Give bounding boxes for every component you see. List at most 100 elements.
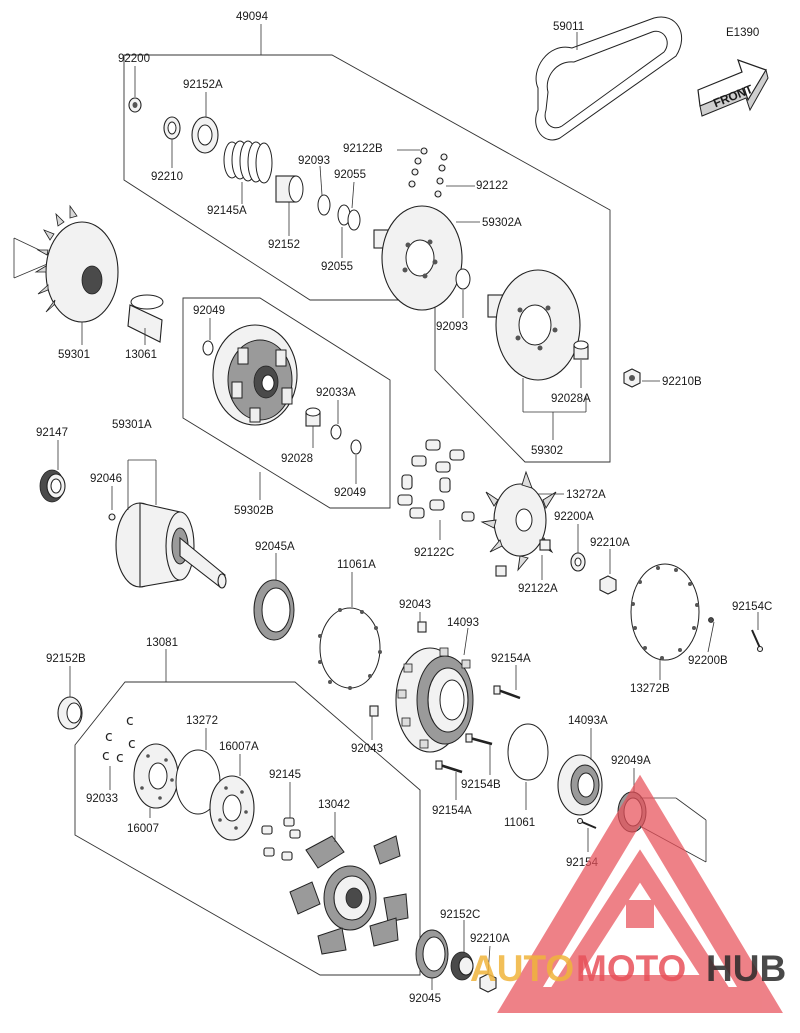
plate-16007a bbox=[209, 775, 255, 841]
dowel-92043-bottom bbox=[369, 705, 379, 717]
assembly-13081-outline bbox=[74, 681, 421, 976]
callout-92093-bottom: 92093 bbox=[436, 321, 468, 333]
callout-92045: 92045 bbox=[409, 993, 441, 1005]
callout-92033: 92033 bbox=[86, 793, 118, 805]
ring-92093-top bbox=[317, 194, 331, 216]
svg-text:c: c bbox=[116, 750, 124, 766]
seal-92045a bbox=[253, 579, 295, 641]
bushing-92028a bbox=[573, 340, 589, 360]
bearing-92152c bbox=[450, 951, 474, 981]
fixed-sheave-59302 bbox=[487, 269, 581, 381]
pins-92122 bbox=[434, 153, 448, 198]
callout-11061a: 11061A bbox=[337, 559, 376, 571]
callout-13081: 13081 bbox=[146, 637, 178, 649]
callout-92145: 92145 bbox=[269, 769, 301, 781]
callout-59301: 59301 bbox=[58, 349, 90, 361]
plate-16007 bbox=[133, 743, 179, 809]
drive-belt-59011 bbox=[535, 16, 682, 141]
watermark-logo bbox=[497, 774, 783, 1013]
callout-92147: 92147 bbox=[36, 427, 68, 439]
callout-92055-top: 92055 bbox=[334, 169, 366, 181]
callout-92154a-top: 92154A bbox=[491, 653, 531, 665]
collars-92122a bbox=[495, 539, 551, 577]
bolt-92154a-bottom bbox=[435, 760, 463, 774]
callout-16007a: 16007A bbox=[219, 741, 259, 753]
svg-text:c: c bbox=[128, 736, 136, 752]
spider-59302b bbox=[212, 324, 298, 426]
callout-92049-top: 92049 bbox=[193, 305, 225, 317]
rollers-92122c bbox=[397, 439, 475, 522]
pin-92200b bbox=[708, 617, 714, 623]
oring-11061 bbox=[507, 723, 549, 781]
callout-92200a: 92200A bbox=[554, 511, 594, 523]
spring-92145a bbox=[223, 140, 273, 184]
callout-14093: 14093 bbox=[447, 617, 479, 629]
ring-92093-bottom bbox=[455, 268, 471, 290]
driven-pulley-59301a bbox=[115, 502, 227, 589]
callout-92122: 92122 bbox=[476, 180, 508, 192]
callout-92152: 92152 bbox=[268, 239, 300, 251]
svg-text:MOTO: MOTO bbox=[576, 948, 686, 989]
bearing-92147 bbox=[39, 469, 66, 503]
callout-92028: 92028 bbox=[281, 453, 313, 465]
callout-92043-top: 92043 bbox=[399, 599, 431, 611]
callout-92200b: 92200B bbox=[688, 655, 728, 667]
callout-92200: 92200 bbox=[118, 53, 150, 65]
callout-92122a: 92122A bbox=[518, 583, 558, 595]
bolt-92154 bbox=[576, 817, 597, 829]
diagram-code: E1390 bbox=[726, 27, 759, 39]
front-direction-arrow bbox=[697, 59, 769, 117]
bolt-92154a-top bbox=[493, 685, 521, 700]
svg-text:AUTO: AUTO bbox=[470, 948, 574, 989]
callout-92154b: 92154B bbox=[461, 779, 501, 791]
callout-92154a-bottom: 92154A bbox=[432, 805, 472, 817]
callout-92049-mid: 92049 bbox=[334, 487, 366, 499]
callout-59301a: 59301A bbox=[112, 419, 152, 431]
callout-92210b: 92210B bbox=[662, 376, 702, 388]
callout-92210a-mid: 92210A bbox=[590, 537, 630, 549]
callout-92093-top: 92093 bbox=[298, 155, 330, 167]
svg-text:c: c bbox=[126, 713, 134, 729]
callout-13042: 13042 bbox=[318, 799, 350, 811]
callout-92210a-bottom: 92210A bbox=[470, 933, 510, 945]
svg-text:c: c bbox=[102, 748, 110, 764]
movable-sheave-59302a bbox=[373, 205, 463, 311]
svg-text:HUB: HUB bbox=[706, 948, 786, 989]
callout-16007: 16007 bbox=[127, 823, 159, 835]
callout-92046: 92046 bbox=[90, 473, 122, 485]
pins-92122b bbox=[408, 147, 428, 188]
plate-13272b bbox=[630, 563, 700, 661]
callout-92152c: 92152C bbox=[440, 909, 480, 921]
callout-14093a: 14093A bbox=[568, 715, 608, 727]
callout-11061: 11061 bbox=[504, 817, 535, 829]
bushing-92028 bbox=[305, 407, 321, 427]
gasket-11061a bbox=[318, 607, 382, 690]
callout-13272b: 13272B bbox=[630, 683, 670, 695]
ring-92055-b bbox=[347, 209, 361, 231]
callout-92045a: 92045A bbox=[255, 541, 295, 553]
callout-92055-bottom: 92055 bbox=[321, 261, 353, 273]
callout-13061: 13061 bbox=[125, 349, 157, 361]
callout-59302: 59302 bbox=[531, 445, 563, 457]
callout-13272: 13272 bbox=[186, 715, 218, 727]
callout-13272a: 13272A bbox=[566, 489, 606, 501]
callout-92152b: 92152B bbox=[46, 653, 86, 665]
callout-92122c: 92122C bbox=[414, 547, 454, 559]
callout-92049a: 92049A bbox=[611, 755, 651, 767]
clutch-13272a bbox=[480, 470, 557, 572]
watermark-text: AUTO MOTO HUB bbox=[470, 948, 786, 989]
assembly-49094-outline bbox=[123, 54, 611, 463]
callout-59302a: 59302A bbox=[482, 217, 522, 229]
callout-92152a: 92152A bbox=[183, 79, 223, 91]
ring-92033a bbox=[330, 424, 342, 440]
clutch-13042 bbox=[289, 835, 409, 955]
bolt-92154c bbox=[751, 629, 764, 653]
spacer-92152 bbox=[275, 175, 304, 203]
assembly-59302b-outline bbox=[182, 297, 391, 509]
ring-92049-top bbox=[202, 340, 214, 356]
pin-92046 bbox=[108, 513, 116, 521]
callout-59011: 59011 bbox=[553, 21, 584, 33]
seal-92045 bbox=[415, 929, 449, 979]
callout-labels: E1390 49094 59011 92200 92152A 92210 921… bbox=[36, 11, 772, 1005]
